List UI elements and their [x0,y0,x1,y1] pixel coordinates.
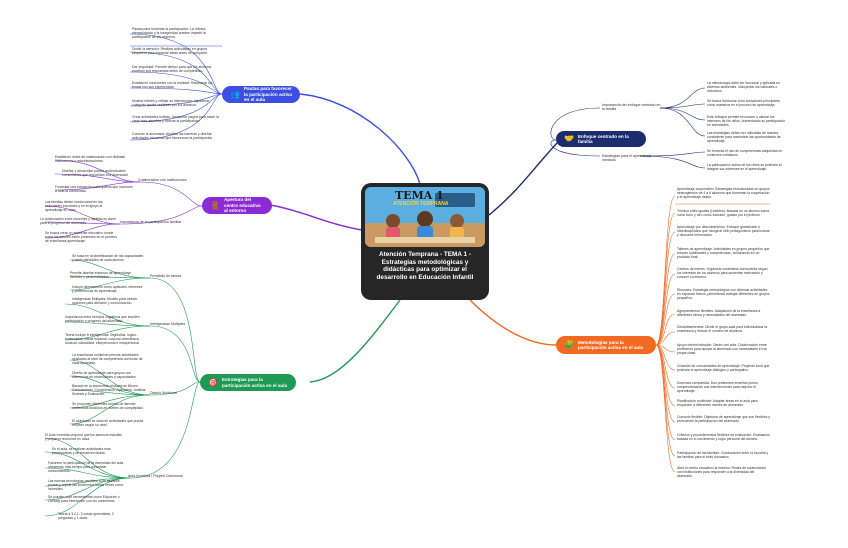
estrategias-item[interactable]: El Aula Invertida propone que los alumno… [45,433,123,442]
apertura-item[interactable]: Fomentar una educación participativa que… [55,185,133,194]
metodologias-item[interactable]: Rincones: Estrategia metodológica con di… [677,288,770,301]
metodologias-item[interactable]: Criterios y procedimientos flexibles de … [677,433,770,442]
branch-estrategias-label: Estrategias para la participación activa… [221,377,288,388]
enfoque-item[interactable]: Se busca involucrar a los cuidadores pri… [707,99,781,108]
enfoque-item[interactable]: La metodología debe ser funcional y apli… [707,81,780,94]
metodologias-item[interactable]: Agrupamientos flexibles: Adaptación de l… [677,309,761,318]
estrategias-item[interactable]: Se proponen diferentes formas de atender… [72,402,144,411]
pautas-item[interactable]: Establecer conexiones con la realidad: R… [132,81,213,90]
pautas-item[interactable]: Crear actividades lúdicas: Incorporar ju… [132,115,219,124]
branch-pautas[interactable]: 👥 Pautas para favorecer la participación… [222,86,300,103]
estrategias-item[interactable]: Teoría a 3,2,1: 3 cosas aprendidas, 2 pr… [58,512,114,521]
estrategias-group-title[interactable]: Diseño Multinivel [150,391,178,395]
estrategias-item[interactable]: Permite diseñar entornos de aprendizaje … [70,271,132,280]
open-door-icon: 🚪 [210,200,220,210]
estrategias-item[interactable]: Inteligencias Múltiples: Modelo para ofr… [72,297,138,306]
metodologias-item[interactable]: Aprendizaje por descubrimiento: Enfoque … [677,225,770,238]
branch-estrategias[interactable]: 🎯 Estrategias para la participación acti… [200,374,296,391]
estrategias-item[interactable]: Basado en la taxonomía revisada de Bloom… [72,384,147,397]
central-illustration: TEMA 1 ATENCIÓN TEMPRANA [365,187,485,247]
estrategias-item[interactable]: Incluye dimensiones como aptitudes, inte… [72,285,143,294]
puzzle-icon: 🧩 [564,340,574,349]
metodologias-item[interactable]: Desdoblamientos: Dividir el grupo-aula p… [677,325,768,334]
thumb-title: TEMA 1 [395,189,444,202]
metodologias-item[interactable]: Docencia compartida: Dos profesores ense… [677,381,759,394]
people-icon: 👥 [230,89,240,99]
pautas-item[interactable]: Dividir la atención: Realizar actividade… [132,47,208,56]
estrategias-group-title[interactable]: Inteligencias Múltiples [150,322,186,326]
enfoque-group-title[interactable]: Importancia del enfoque centrado en la f… [602,103,661,112]
pautas-item[interactable]: Mostrar interés y reflejar su intervenci… [132,99,210,108]
central-topic[interactable]: TEMA 1 ATENCIÓN TEMPRANA Atención Tempra… [361,183,489,300]
branch-pautas-label: Pautas para favorecer la participación a… [243,86,292,103]
metodologias-item[interactable]: Participación de las familias: Colaborac… [677,451,769,460]
pautas-item[interactable]: Dar seguridad: Permitir tiempo para que … [132,65,212,74]
estrategias-item[interactable]: El alumnado se sitúa en actividades que … [72,419,144,428]
metodologias-item[interactable]: Centros de interés: Organizar contenidos… [677,267,768,280]
metodologias-item[interactable]: Apoyo dentro/inclusión: Dentro del aula:… [677,343,768,356]
target-icon: 🎯 [208,377,218,387]
branch-metodologias[interactable]: 🧩 Metodologías para la participación act… [556,336,656,354]
estrategias-item[interactable]: La enseñanza multinivel permite activida… [72,353,143,366]
branch-enfoque[interactable]: 🤝 Enfoque centrado en la familia [556,131,646,147]
enfoque-item[interactable]: Las estrategias deben ser utilizadas de … [707,131,781,144]
branch-apertura-label: Apertura del centro educativo al entorno [223,197,261,214]
metodologias-item[interactable]: Aprendizaje cooperativo: Estrategias est… [677,187,770,200]
apertura-item[interactable]: Se busca crear un ambiente educativo don… [45,231,117,244]
estrategias-item[interactable]: Teoría incluye 8 inteligencias: lingüíst… [65,333,140,346]
metodologias-item[interactable]: Creación de comunidades de aprendizaje: … [677,364,770,373]
apertura-group-title[interactable]: Colaboración con instituciones [138,178,187,182]
estrategias-item[interactable]: En el aula, se realizan actividades más … [52,447,111,456]
branch-apertura[interactable]: 🚪 Apertura del centro educativo al entor… [202,197,272,214]
estrategias-group-title[interactable]: Aula Invertida / Flipped Classroom [128,474,183,478]
metodologias-item[interactable]: Talleres de aprendizaje: Actividades en … [677,247,770,260]
estrategias-item[interactable]: Favorece la participación de la diversid… [48,461,124,474]
branch-enfoque-label: Enfoque centrado en la familia [577,133,629,144]
metodologias-item[interactable]: Abrir el centro educativo al entorno: Re… [677,466,767,479]
apertura-item[interactable]: Las familias deben involucrarse en las a… [45,200,103,213]
estrategias-group-title[interactable]: Portafolio de tareas [150,274,182,278]
estrategias-item[interactable]: Se basa en la identificación de las capa… [72,254,144,263]
apertura-group-title[interactable]: Importancia de la participación familiar [120,220,182,224]
handshake-icon: 🤝 [564,134,574,143]
metodologias-item[interactable]: Técnica entre iguales (Hobbies): Basada … [677,209,769,218]
estrategias-item[interactable]: Diseño de aprendizaje para grupos con di… [72,371,137,380]
thumb-subtitle: ATENCIÓN TEMPRANA [393,201,449,207]
apertura-item[interactable]: Diseñar y desarrollar planes audiovisual… [62,169,129,178]
pautas-item[interactable]: Pautas para fomentar la participación: L… [132,27,207,40]
central-title: Atención Temprana - TEMA 1 - Estrategias… [376,251,474,281]
apertura-item[interactable]: Establecer redes de colaboración con dis… [55,155,126,164]
estrategias-item[interactable]: Se pueden usar herramientas como Edpuzzl… [48,495,120,504]
estrategias-item[interactable]: Importancia entre tiempos cognitivos que… [65,315,140,324]
enfoque-item[interactable]: Este enfoque permite reconocer y valorar… [707,115,786,128]
enfoque-item[interactable]: La participación activa de los niños se … [707,163,782,172]
metodologias-item[interactable]: Planificación multinivel: Adaptar áreas … [677,399,758,408]
enfoque-item[interactable]: Se fomenta el uso de competencias adquir… [707,149,783,158]
enfoque-group-title[interactable]: Estrategias para el aprendizaje mediado [602,154,652,163]
branch-metodologias-label: Metodologías para la participación activ… [577,339,644,350]
pautas-item[interactable]: Conocer al alumnado: Analizar las barrer… [132,132,214,141]
estrategias-item[interactable]: Las nuevas tecnologías permiten a los al… [48,479,124,492]
apertura-item[interactable]: La colaboración entre docentes y familia… [40,217,116,226]
metodologias-item[interactable]: Curriculo flexible: Objetivos de aprendi… [677,415,771,424]
